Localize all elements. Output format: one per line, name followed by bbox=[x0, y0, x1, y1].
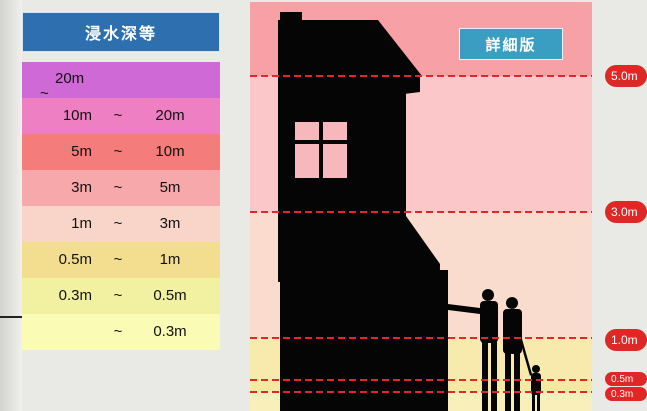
legend-row-to: 3m bbox=[159, 215, 181, 232]
map-road-line bbox=[0, 316, 40, 318]
legend-row-label: 20m bbox=[55, 70, 85, 87]
level-tag-5m: 5.0m bbox=[605, 65, 647, 87]
legend-row-0.3-0.5m: 0.3m ~ 0.5m bbox=[22, 278, 220, 314]
legend-row-from: 3m bbox=[71, 179, 92, 196]
legend-row-to: 5m bbox=[159, 179, 181, 196]
legend-row-0.5-1m: 0.5m ~ 1m bbox=[22, 242, 220, 278]
legend-row-to: 0.5m bbox=[153, 287, 187, 304]
legend-row-to: 20m bbox=[155, 107, 185, 124]
legend-row-tilde: ~ bbox=[113, 251, 123, 268]
legend-row-10-20m: ~ 10m ~ 20m bbox=[22, 85, 220, 134]
house-window bbox=[295, 122, 347, 178]
water-level-lines bbox=[250, 75, 592, 393]
legend-row-3-5m: 3m ~ 5m bbox=[22, 170, 220, 206]
detail-version-badge: 詳細版 bbox=[459, 28, 563, 60]
house-silhouette bbox=[278, 12, 448, 411]
inundation-legend: 浸水深等 20m ~ 10m ~ 20m 5m ~ 10m 3m ~ 5m 1m… bbox=[22, 12, 220, 350]
legend-row-tilde: ~ bbox=[113, 107, 123, 124]
legend-row-tilde: ~ bbox=[113, 287, 123, 304]
map-background-strip bbox=[0, 0, 22, 411]
legend-row-from: 0.5m bbox=[58, 251, 92, 268]
legend-row-1-3m: 1m ~ 3m bbox=[22, 206, 220, 242]
inundation-depth-diagram bbox=[250, 2, 592, 411]
diagram-canvas bbox=[250, 2, 592, 411]
legend-row-from: 0.3m bbox=[58, 287, 92, 304]
legend-row-to: 1m bbox=[159, 251, 181, 268]
legend-row-from: 10m bbox=[62, 107, 92, 124]
level-tag-1m: 1.0m bbox=[605, 329, 647, 351]
legend-row-tilde: ~ bbox=[113, 143, 123, 160]
family-silhouette bbox=[448, 289, 541, 411]
level-tag-3m: 3.0m bbox=[605, 201, 647, 223]
legend-row-tilde: ~ bbox=[113, 323, 123, 340]
legend-row-from: 1m bbox=[71, 215, 92, 232]
legend-tilde-marker: ~ bbox=[40, 85, 49, 102]
legend-row-to: 0.3m bbox=[153, 323, 187, 340]
legend-row-under-0.3m: ~ 0.3m bbox=[22, 314, 220, 350]
legend-row-20m: 20m bbox=[22, 62, 220, 98]
legend-row-from: 5m bbox=[71, 143, 92, 160]
level-tag-0.5m: 0.5m bbox=[605, 372, 647, 386]
legend-row-tilde: ~ bbox=[113, 179, 123, 196]
level-tag-0.3m: 0.3m bbox=[605, 387, 647, 401]
legend-row-to: 10m bbox=[155, 143, 185, 160]
legend-row-5-10m: 5m ~ 10m bbox=[22, 134, 220, 170]
legend-title: 浸水深等 bbox=[22, 12, 220, 52]
legend-row-tilde: ~ bbox=[113, 215, 123, 232]
